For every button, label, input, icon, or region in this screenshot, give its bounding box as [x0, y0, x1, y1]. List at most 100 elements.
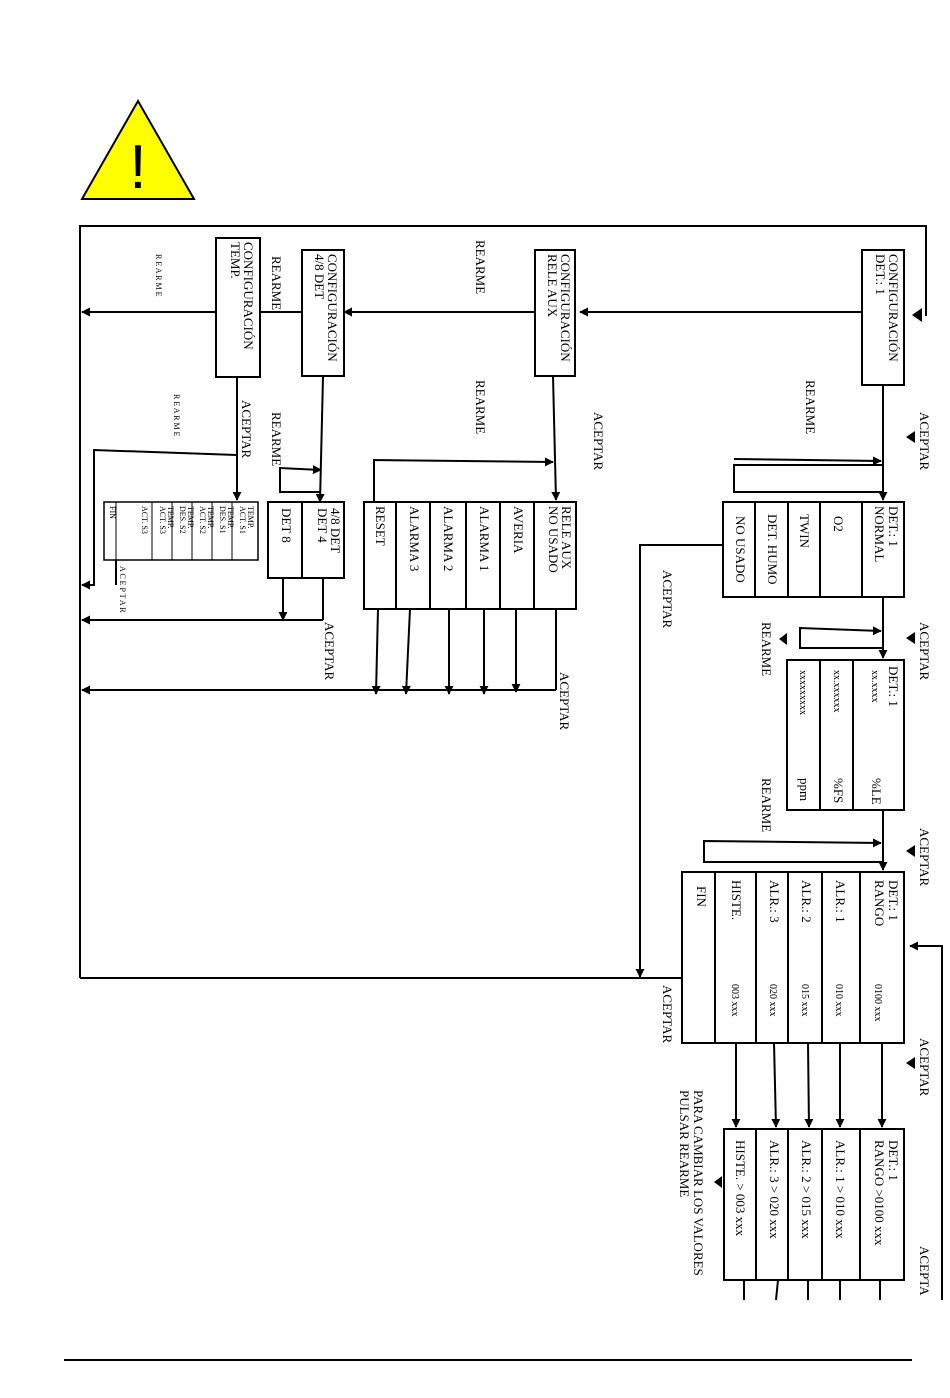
det-type-twin[interactable]: TWIN — [797, 514, 812, 549]
rango-list: DET.: 1 RANGO 0100 xxx ALR.: 1 010 xxx A… — [681, 871, 905, 1044]
temp-l4: DES. S1 — [218, 506, 227, 534]
edit-histe: HISTE. > 003 xxx — [733, 1140, 748, 1237]
aceptar-label: ACEPTAR — [239, 400, 254, 459]
config-48det-box[interactable]: CONFIGURACIÓN 4/8 DET — [301, 249, 345, 377]
temp-list: TEMP. ACT. S1 TEMP. DES. S1 TEMP. ACT. S… — [103, 501, 259, 561]
temp-l5: TEMP. — [206, 506, 215, 528]
config-temp-box[interactable]: CONFIGURACIÓN TEMP. — [215, 237, 261, 378]
releaux-reset[interactable]: RESET — [373, 506, 388, 546]
rango-value: 0100 xxx — [872, 984, 883, 1022]
det-type-normal[interactable]: NORMAL — [872, 506, 887, 562]
config-det-line2: DET.: 1 — [873, 254, 888, 295]
rearme-label: REARME — [269, 412, 284, 466]
config-temp-line1: CONFIGURACIÓN — [241, 242, 256, 350]
temp-l8: DES. S2 — [178, 506, 187, 534]
temp-l11: ACT. S3 — [140, 506, 149, 534]
rearme-label: REARME — [473, 240, 488, 294]
det48-det8[interactable]: DET 8 — [279, 508, 294, 543]
alr2-label: ALR.: 2 — [799, 880, 814, 923]
aceptar-label: ACEPTAR — [917, 828, 932, 887]
flow-lines — [79, 225, 943, 1301]
edit-alr1: ALR.: 1 > 010 xxx — [833, 1140, 848, 1239]
config-48det-line2: 4/8 DET — [312, 254, 327, 299]
rango-header: DET.: 1 — [886, 880, 901, 921]
rearme-spaced-label: R E A R M E — [172, 394, 181, 437]
alr3-value: 020 xxx — [767, 984, 778, 1017]
det-type-o2[interactable]: O2 — [831, 516, 846, 532]
warning-glyph: ! — [129, 133, 146, 202]
warning-icon: ! — [80, 98, 196, 202]
config-det-box[interactable]: CONFIGURACIÓN DET.: 1 — [861, 249, 905, 386]
alr3-label: ALR.: 3 — [767, 880, 782, 923]
aceptar-label: ACEPTAR — [917, 412, 932, 471]
rearme-label: REARME — [473, 380, 488, 434]
config-48det-line1: CONFIGURACIÓN — [325, 254, 340, 362]
det-values-header: DET.: 1 — [886, 666, 901, 707]
det48-det4[interactable]: DET 4 — [315, 508, 330, 543]
det48-header: 4/8 DET — [328, 508, 343, 553]
pointer-markers — [714, 308, 922, 1188]
releaux-alarma2[interactable]: ALARMA 2 — [441, 506, 456, 571]
temp-fin: FIN — [108, 506, 117, 519]
rango-label: RANGO — [872, 880, 887, 926]
det-value-le: xx.xxxx — [869, 670, 880, 703]
temp-l7: TEMP. — [186, 506, 195, 528]
rearme-label: REARME — [759, 778, 774, 832]
config-temp-line2: TEMP. — [228, 242, 243, 278]
det48-list: 4/8 DET DET 4 DET 8 — [267, 501, 345, 579]
temp-l3: TEMP. — [226, 506, 235, 528]
releaux-averia[interactable]: AVERIA — [511, 506, 526, 554]
aceptar-label: ACEPTAR — [917, 622, 932, 681]
edit-alr2: ALR.: 2 > 015 xxx — [799, 1140, 814, 1239]
config-releaux-line2: RELE AUX — [545, 254, 560, 318]
edit-header: DET.: 1 — [886, 1140, 901, 1181]
det-type-header: DET.: 1 — [886, 506, 901, 547]
rearme-label: REARME — [759, 622, 774, 676]
alr1-label: ALR.: 1 — [833, 880, 848, 923]
aceptar-label: ACEPTAR — [322, 622, 337, 681]
alr2-value: 015 xxx — [799, 984, 810, 1017]
temp-l1: TEMP. — [246, 506, 255, 528]
edit-rango: RANGO >0100 xxx — [872, 1140, 887, 1246]
det-value-ppm: xxxxxxxxx — [797, 670, 808, 715]
para-cambiar-line1: PARA CAMBIAR LOS VALORES — [691, 1090, 706, 1276]
releaux-alarma1[interactable]: ALARMA 1 — [477, 506, 492, 571]
config-det-line1: CONFIGURACIÓN — [886, 254, 901, 362]
histe-label: HISTE. — [729, 880, 744, 920]
temp-l10: ACT. S3 — [158, 506, 167, 534]
det-unit-fs: %FS — [831, 778, 846, 803]
rearme-label: REARME — [803, 380, 818, 434]
config-releaux-line1: CONFIGURACIÓN — [558, 254, 573, 362]
temp-l9: TEMP. — [166, 506, 175, 528]
aceptar-cut-label: ACEPTA — [917, 1246, 932, 1296]
rearme-label: REARME — [269, 256, 284, 310]
aceptar-label: ACEPTAR — [591, 412, 606, 471]
temp-l2: ACT. S1 — [238, 506, 247, 534]
releaux-header: RELE AUX — [559, 506, 574, 570]
det-value-fs: xx.xxxxxx — [831, 670, 842, 713]
para-cambiar-line2: PULSAR REARME — [677, 1090, 692, 1197]
det-unit-le: %LE — [869, 778, 884, 805]
det-type-list: DET.: 1 NORMAL O2 TWIN DET. HUMO NO USAD… — [722, 501, 905, 598]
releaux-alarma3[interactable]: ALARMA 3 — [407, 506, 422, 571]
alr1-value: 010 xxx — [833, 984, 844, 1017]
det-values-box: DET.: 1 xx.xxxx %LE xx.xxxxxx %FS xxxxxx… — [786, 659, 905, 811]
det-type-no-usado[interactable]: NO USADO — [733, 516, 748, 583]
aceptar-label: ACEPTAR — [917, 1038, 932, 1097]
aceptar-label: ACEPTAR — [660, 570, 675, 629]
fin-label: FIN — [694, 886, 709, 908]
rearme-spaced-label: R E A R M E — [154, 254, 163, 297]
aceptar-label: ACEPTAR — [660, 985, 675, 1044]
edit-alr3: ALR.: 3 > 020 xxx — [767, 1140, 782, 1239]
config-releaux-box[interactable]: CONFIGURACIÓN RELE AUX — [534, 249, 576, 377]
aceptar-label: ACEPTAR — [557, 672, 572, 731]
releaux-list: RELE AUX NO USADO AVERIA ALARMA 1 ALARMA… — [363, 501, 577, 610]
aceptar-spaced-label: A C E P T A R — [118, 566, 127, 613]
flow-labels: ACEPTAR ACEPTAR ACEPTAR ACEPTAR ACEPTA R… — [118, 240, 932, 1296]
histe-value: 003 xxx — [729, 984, 740, 1017]
temp-l6: ACT. S2 — [198, 506, 207, 534]
det-type-humo[interactable]: DET. HUMO — [765, 514, 780, 585]
det-unit-ppm: ppm — [797, 778, 812, 801]
releaux-no-usado[interactable]: NO USADO — [546, 506, 561, 573]
